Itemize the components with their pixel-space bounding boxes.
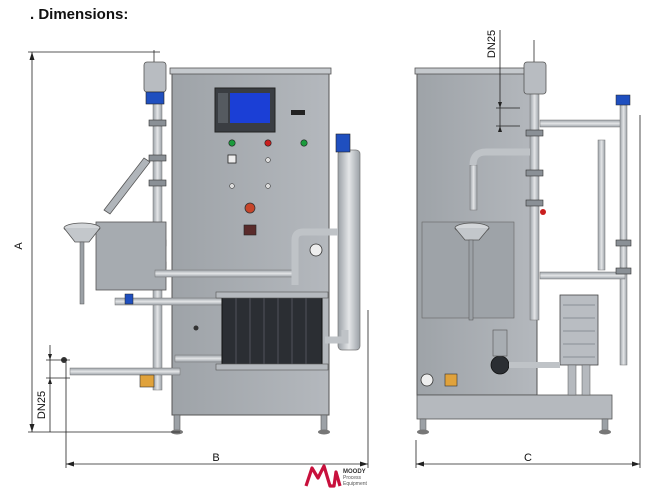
- emergency-stop-button: [244, 202, 256, 214]
- front-pipe-h4: [69, 367, 181, 376]
- dimension-label-b: B: [212, 452, 219, 464]
- front-cabinet-top: [169, 67, 332, 75]
- front-heat-exchanger-plates: [235, 298, 307, 364]
- logo-mark: [304, 464, 342, 488]
- front-pump-motor: [143, 61, 167, 93]
- hmi-keys: [218, 93, 228, 123]
- panel-knob-3: [265, 183, 271, 189]
- front-pump-head: [145, 91, 165, 105]
- logo-line-2: Equipment: [343, 481, 368, 487]
- dimension-label-dn25-side: DN25: [486, 30, 498, 58]
- indicator-light-green-1: [228, 139, 236, 147]
- side-base-frame: [416, 394, 613, 420]
- front-valve-orange: [139, 374, 155, 388]
- front-funnel-leg: [79, 241, 85, 305]
- page-heading: . Dimensions:: [30, 6, 129, 23]
- side-pipe-v1: [619, 104, 628, 366]
- front-view: [61, 50, 361, 435]
- hmi-screen: [230, 93, 270, 123]
- side-cabinet-top: [414, 67, 540, 75]
- panel-knob-2: [229, 183, 235, 189]
- logo-line-1: Process: [343, 475, 362, 481]
- indicator-light-red: [264, 139, 272, 147]
- side-pipe-fittings: [525, 129, 632, 275]
- indicator-light-green-2: [300, 139, 308, 147]
- front-holding-tube-cap: [335, 133, 351, 153]
- side-heat-exchanger: [559, 294, 599, 366]
- front-heat-exchanger: [221, 294, 323, 368]
- front-gauge: [309, 243, 323, 257]
- side-pump-motor: [523, 61, 547, 95]
- dimension-label-c: C: [524, 452, 532, 464]
- panel-knob-1: [265, 157, 271, 163]
- dimension-label-dn25-front: DN25: [36, 391, 48, 419]
- front-inlet-chute: [103, 157, 151, 215]
- front-valve-blue: [124, 293, 134, 305]
- hmi-label: [291, 110, 305, 115]
- side-lower-pump: [490, 355, 510, 375]
- selector-switch: [227, 154, 237, 164]
- emergency-stop-plate: [243, 224, 257, 236]
- front-leg-left: [173, 414, 181, 432]
- dimension-label-a: A: [13, 242, 25, 250]
- dimension-lines: [28, 30, 641, 468]
- front-holding-tube: [337, 149, 361, 351]
- side-gauge: [420, 373, 434, 387]
- side-pipe-h1: [539, 119, 626, 128]
- company-logo: MOODY Process Equipment: [304, 464, 368, 488]
- side-valve-orange: [444, 373, 458, 387]
- front-leg-right: [320, 414, 328, 432]
- side-pipe-v3: [469, 164, 478, 211]
- side-pipe-h2: [539, 271, 626, 280]
- front-pipe-h1: [154, 269, 296, 278]
- front-foot-right: [318, 429, 330, 435]
- side-red-valve: [540, 209, 546, 215]
- front-tank-box: [95, 221, 167, 291]
- side-view: [414, 40, 632, 435]
- logo-brand: MOODY: [343, 469, 366, 475]
- side-blue-cap: [615, 94, 631, 106]
- side-pipe-v2: [597, 139, 606, 271]
- front-fitting-dot-2: [193, 325, 199, 331]
